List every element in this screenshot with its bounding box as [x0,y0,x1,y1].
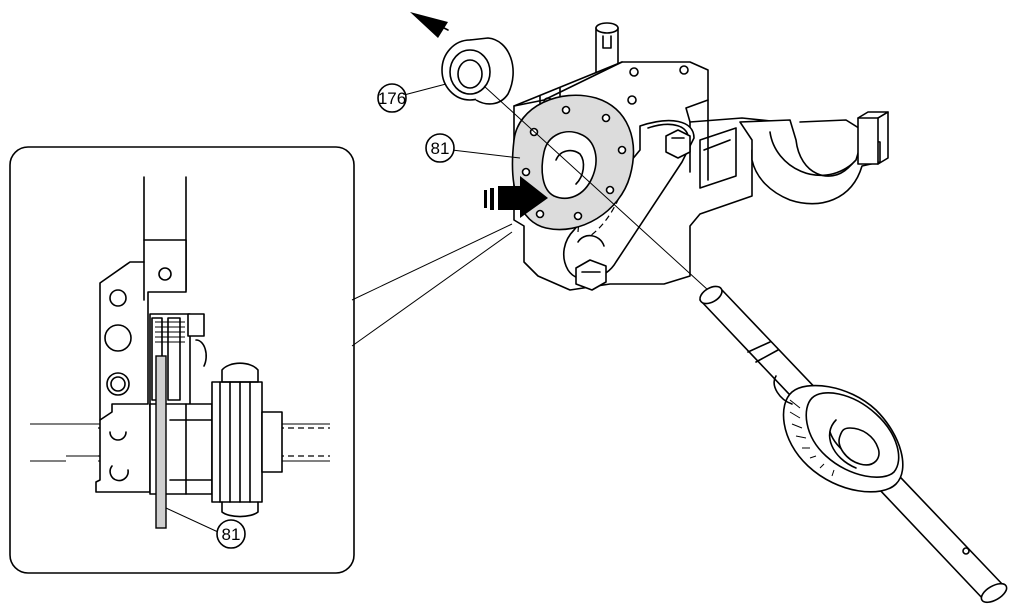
detail-inset: 81 [9,146,513,574]
callout-bearing: 176 [378,89,406,108]
bearing-176 [441,37,514,105]
detail-pulley [211,362,283,518]
horseshoe-arm [739,119,881,205]
main-assembly: 176 81 [377,12,1008,604]
arrow-up-left-icon [410,12,449,38]
callout-washer-detail: 81 [222,525,241,544]
callout-washer: 81 [431,139,450,158]
detail-bracket [95,239,187,493]
bolt-bottom [575,259,607,291]
detail-washer [155,355,167,529]
bolt-top [665,129,691,159]
push-arrow-right-icon [484,176,548,218]
shaft-pulley [699,285,1008,604]
